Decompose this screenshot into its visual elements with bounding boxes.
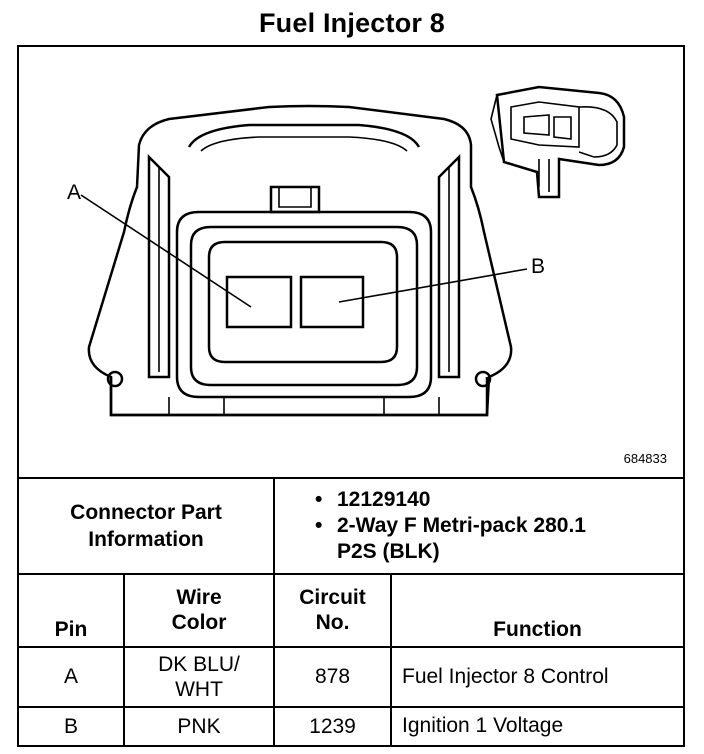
header-circuit-no: Circuit No. <box>273 573 392 648</box>
connector-face-diagram: A B <box>67 85 626 417</box>
page-title: Fuel Injector 8 <box>258 8 446 38</box>
part-description-item: • 2-Way F Metri-pack 280.1 P2S (BLK) <box>315 514 586 564</box>
pin-cell: A <box>19 645 125 708</box>
wire-color-cell: PNK <box>123 705 275 745</box>
shroud-outer <box>175 210 433 399</box>
terminal-b <box>299 275 365 329</box>
bullet-icon: • <box>315 514 323 538</box>
housing-base <box>109 377 489 417</box>
callout-line-a <box>80 194 252 308</box>
inner-wall-right <box>437 153 461 379</box>
table-row: B PNK 1239 Ignition 1 Voltage <box>19 705 683 745</box>
figure-id: 684833 <box>623 451 667 466</box>
terminal-cavity-frame <box>207 240 399 364</box>
circuit-cell: 878 <box>273 645 392 708</box>
diagram-frame: A B 684833 Connector Part Information <box>17 45 685 747</box>
connector-part-label: Connector Part Information <box>19 476 275 576</box>
wire-color-cell: DK BLU/ WHT <box>123 645 275 708</box>
connector-part-values: • 12129140 • 2-Way F Metri-pack 280.1 P2… <box>273 476 683 576</box>
connector-part-row: Connector Part Information • 12129140 • … <box>19 476 683 576</box>
function-cell: Fuel Injector 8 Control <box>390 645 683 708</box>
header-pin: Pin <box>19 573 125 648</box>
callout-label-b: B <box>531 255 545 278</box>
connector-housing-outline <box>87 104 513 417</box>
mounting-ear-right <box>474 370 492 388</box>
latch-arch <box>187 123 421 148</box>
function-cell: Ignition 1 Voltage <box>390 705 683 745</box>
callout-label-a: A <box>67 181 81 204</box>
part-number-item: • 12129140 <box>315 488 431 512</box>
bullet-icon: • <box>315 488 323 512</box>
header-wire-color: Wire Color <box>123 573 275 648</box>
inner-wall-left <box>147 153 171 379</box>
table-row: A DK BLU/ WHT 878 Fuel Injector 8 Contro… <box>19 645 683 708</box>
terminal-a <box>225 275 293 329</box>
connector-info-table: Connector Part Information • 12129140 • … <box>19 476 683 745</box>
pin-cell: B <box>19 705 125 745</box>
connector-perspective-thumbnail <box>490 85 626 199</box>
callout-line-b <box>338 268 528 303</box>
header-function: Function <box>390 573 683 648</box>
mounting-ear-left <box>106 370 124 388</box>
circuit-cell: 1239 <box>273 705 392 745</box>
table-header-row: Pin Wire Color Circuit No. Function <box>19 573 683 648</box>
shroud-inner <box>189 225 419 387</box>
